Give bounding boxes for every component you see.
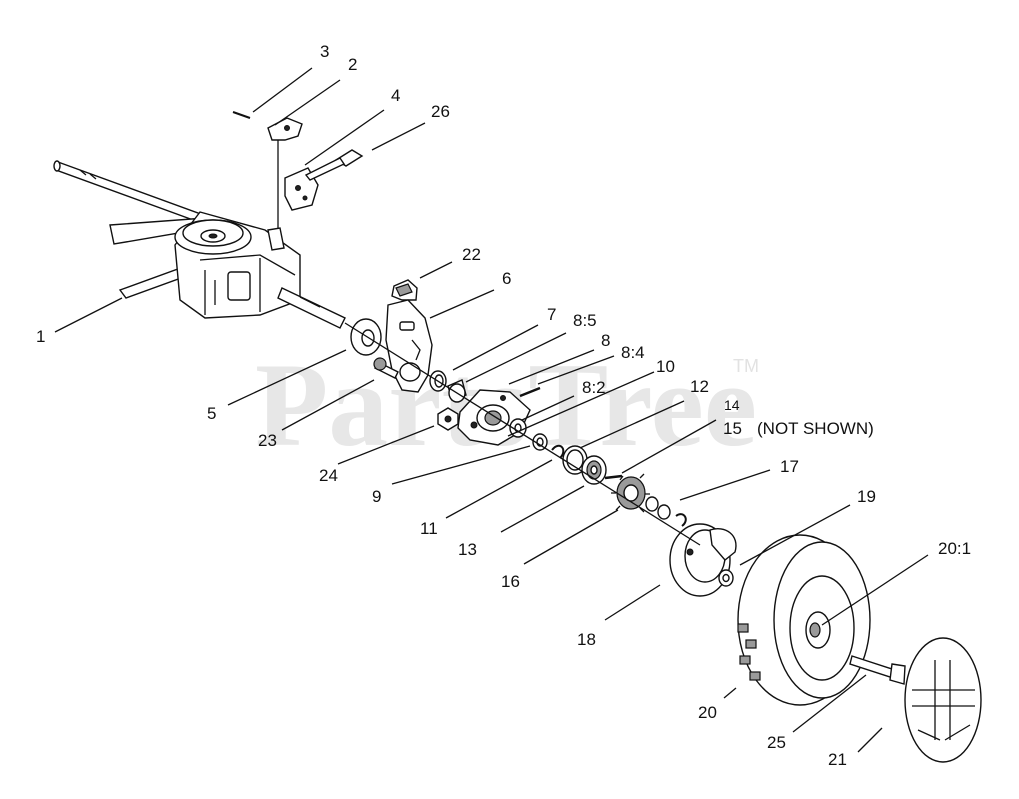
- part-13-bearing: [581, 455, 607, 485]
- part-2-pawl: [267, 117, 303, 235]
- part-5-washer: [350, 318, 382, 356]
- callout-7: 7: [547, 305, 556, 324]
- callout-14: 14: [724, 397, 740, 413]
- part-17-washers: [645, 496, 687, 527]
- callout-labels: 3 2 4 26 1 22 6 7 8:5 8 8:4 10 8:2 12 14…: [36, 42, 971, 769]
- callout-17: 17: [780, 457, 799, 476]
- leader-lines: [54, 67, 929, 753]
- part-24-nut: [437, 407, 459, 431]
- output-shaft: [277, 287, 346, 329]
- callout-2: 2: [348, 55, 357, 74]
- callout-8-5: 8:5: [573, 311, 597, 330]
- part-3-pin: [232, 111, 251, 119]
- part-14-screw: [604, 474, 623, 480]
- part-18-drive-cup: [669, 523, 737, 597]
- part-19-washer: [718, 569, 734, 587]
- callout-8: 8: [601, 331, 610, 350]
- callout-26: 26: [431, 102, 450, 121]
- pulley: [174, 219, 252, 255]
- callout-6: 6: [502, 269, 511, 288]
- callout-24: 24: [319, 466, 338, 485]
- callout-20: 20: [698, 703, 717, 722]
- watermark-trademark: TM: [733, 356, 759, 376]
- callout-8-4: 8:4: [621, 343, 645, 362]
- callout-3: 3: [320, 42, 329, 61]
- callout-5: 5: [207, 404, 216, 423]
- part-23-bolt: [373, 357, 399, 379]
- part-22-clip: [391, 279, 418, 301]
- part-8-4-screw: [519, 386, 541, 398]
- part-25-bolt: [849, 655, 906, 685]
- part-26-bolt: [304, 149, 364, 181]
- part-20-wheel: [737, 534, 871, 706]
- callout-21: 21: [828, 750, 847, 769]
- callout-13: 13: [458, 540, 477, 559]
- callout-18: 18: [577, 630, 596, 649]
- callout-23: 23: [258, 431, 277, 450]
- part-21-hubcap: [904, 637, 982, 763]
- part-16-gear: [611, 473, 650, 513]
- callout-9: 9: [372, 487, 381, 506]
- part-9-washer: [532, 433, 548, 451]
- callout-16: 16: [501, 572, 520, 591]
- callout-20-1: 20:1: [938, 539, 971, 558]
- callout-11: 11: [420, 519, 438, 538]
- part-11-clip: [551, 444, 565, 459]
- callout-1: 1: [36, 327, 45, 346]
- callout-19: 19: [857, 487, 876, 506]
- callout-10: 10: [656, 357, 675, 376]
- callout-15: 15: [723, 419, 742, 438]
- callout-25: 25: [767, 733, 786, 752]
- callout-12: 12: [690, 377, 709, 396]
- callout-8-2: 8:2: [582, 378, 606, 397]
- callout-22: 22: [462, 245, 481, 264]
- not-shown-note: (NOT SHOWN): [757, 419, 874, 438]
- callout-4: 4: [391, 86, 400, 105]
